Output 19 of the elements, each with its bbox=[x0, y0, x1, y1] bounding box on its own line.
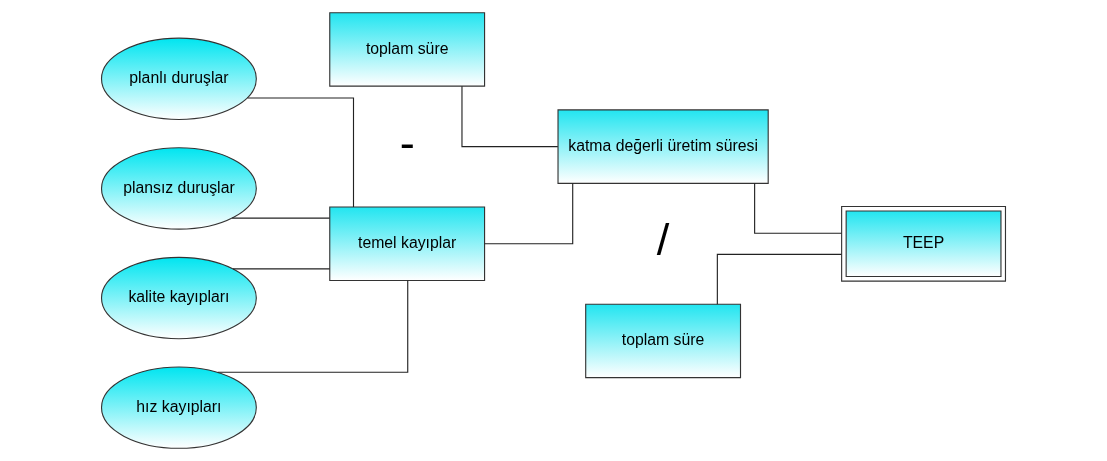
connector bbox=[217, 280, 409, 373]
connector bbox=[461, 85, 559, 148]
node-box: temel kayıplar bbox=[329, 206, 486, 282]
node-ellipse: hız kayıpları bbox=[100, 366, 257, 449]
node-box: toplam süre bbox=[329, 12, 486, 87]
node-ellipse: planlı duruşlar bbox=[100, 37, 257, 121]
connector bbox=[754, 182, 843, 234]
node-box: TEEP bbox=[841, 205, 1007, 282]
connector bbox=[484, 182, 574, 245]
connector bbox=[246, 97, 355, 208]
connector bbox=[232, 268, 331, 270]
connector bbox=[231, 217, 331, 219]
node-ellipse: kalite kayıpları bbox=[100, 256, 257, 340]
label: / bbox=[656, 214, 670, 266]
node-box: toplam süre bbox=[585, 303, 742, 379]
connector bbox=[716, 253, 843, 305]
node-box: katma değerli üretim süresi bbox=[557, 109, 769, 184]
label: - bbox=[399, 116, 415, 168]
node-ellipse: plansız duruşlar bbox=[100, 147, 257, 230]
